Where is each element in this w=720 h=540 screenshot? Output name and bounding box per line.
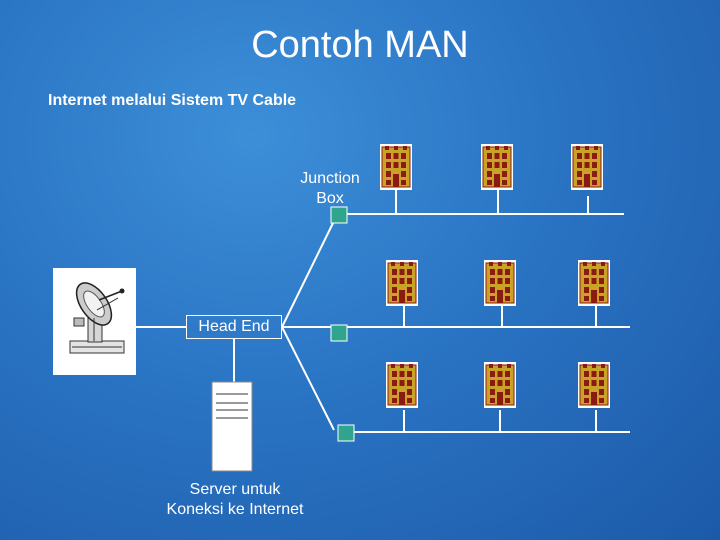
trunk-line-lower [281, 326, 335, 431]
apartment-building-icon [577, 361, 611, 409]
apartment-building-icon [483, 361, 517, 409]
slide-subtitle: Internet melalui Sistem TV Cable [48, 92, 297, 109]
trunk-line-upper [281, 220, 335, 328]
junction-box-label-line2: Box [316, 190, 344, 207]
apartment-building-icon [379, 143, 413, 191]
junction-box-label: Junction Box [282, 169, 378, 209]
apartment-building-icon [480, 143, 514, 191]
slide-title: Contoh MAN [251, 24, 469, 66]
server-label-line2: Koneksi ke Internet [166, 501, 304, 518]
apartment-building-icon [385, 259, 419, 307]
junction-box-label-line1: Junction [300, 170, 360, 187]
junction-box-icon [330, 206, 348, 224]
server-tower-icon [211, 381, 253, 472]
apartment-building-icon [385, 361, 419, 409]
junction-box-icon [330, 324, 348, 342]
junction-box-icon [337, 424, 355, 442]
apartment-building-icon [483, 259, 517, 307]
satellite-dish-icon [53, 268, 136, 375]
head-end-label: Head End [186, 315, 282, 339]
apartment-building-icon [570, 143, 604, 191]
apartment-building-icon [577, 259, 611, 307]
server-label-line1: Server untuk [189, 481, 281, 498]
server-label: Server untuk Koneksi ke Internet [140, 480, 330, 520]
